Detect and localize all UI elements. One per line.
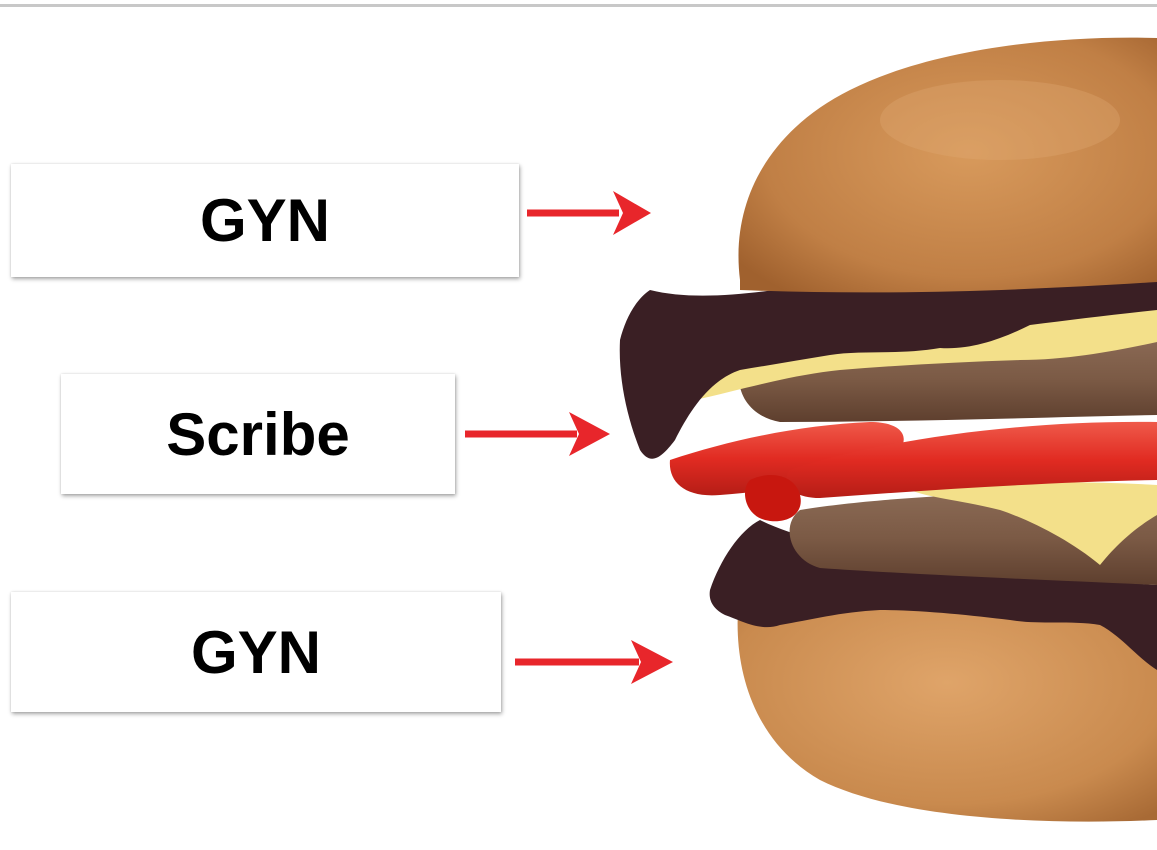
top-divider — [0, 4, 1157, 7]
label-bottom-text: GYN — [190, 618, 322, 686]
label-bottom-bun: GYN — [11, 592, 501, 712]
label-top-bun: GYN — [11, 164, 519, 277]
label-middle-filling: Scribe — [61, 374, 455, 494]
label-top-text: GYN — [199, 187, 331, 254]
right-arrow-icon — [527, 191, 651, 235]
label-middle-text: Scribe — [166, 400, 350, 468]
right-arrow-icon — [465, 412, 610, 456]
burger-illustration — [619, 37, 1157, 822]
right-arrow-icon — [515, 640, 673, 684]
